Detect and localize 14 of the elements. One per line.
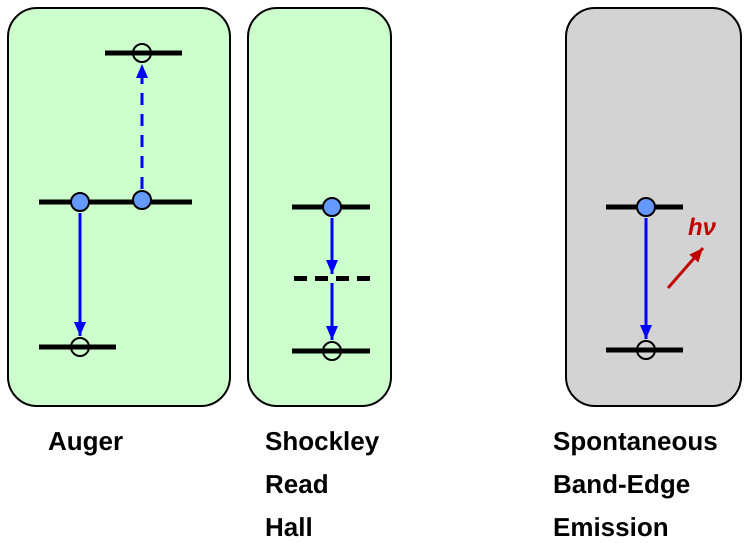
transition-arrow (74, 213, 86, 336)
transition-arrow (640, 218, 652, 339)
hole-circle (70, 337, 90, 357)
transition-arrow (136, 64, 148, 189)
panel-caption: Auger (48, 425, 124, 458)
hole-circle (636, 340, 656, 360)
hole-circle (322, 341, 342, 361)
panel-caption: Shockley Read Hall (265, 425, 380, 543)
panel-caption: Spontaneous Band-Edge Emission (553, 425, 719, 543)
photon-label: hν (688, 214, 716, 242)
transition-arrow (326, 283, 338, 340)
hole-circle (132, 43, 152, 63)
transition-arrow (326, 218, 338, 274)
trap-level (294, 276, 370, 281)
